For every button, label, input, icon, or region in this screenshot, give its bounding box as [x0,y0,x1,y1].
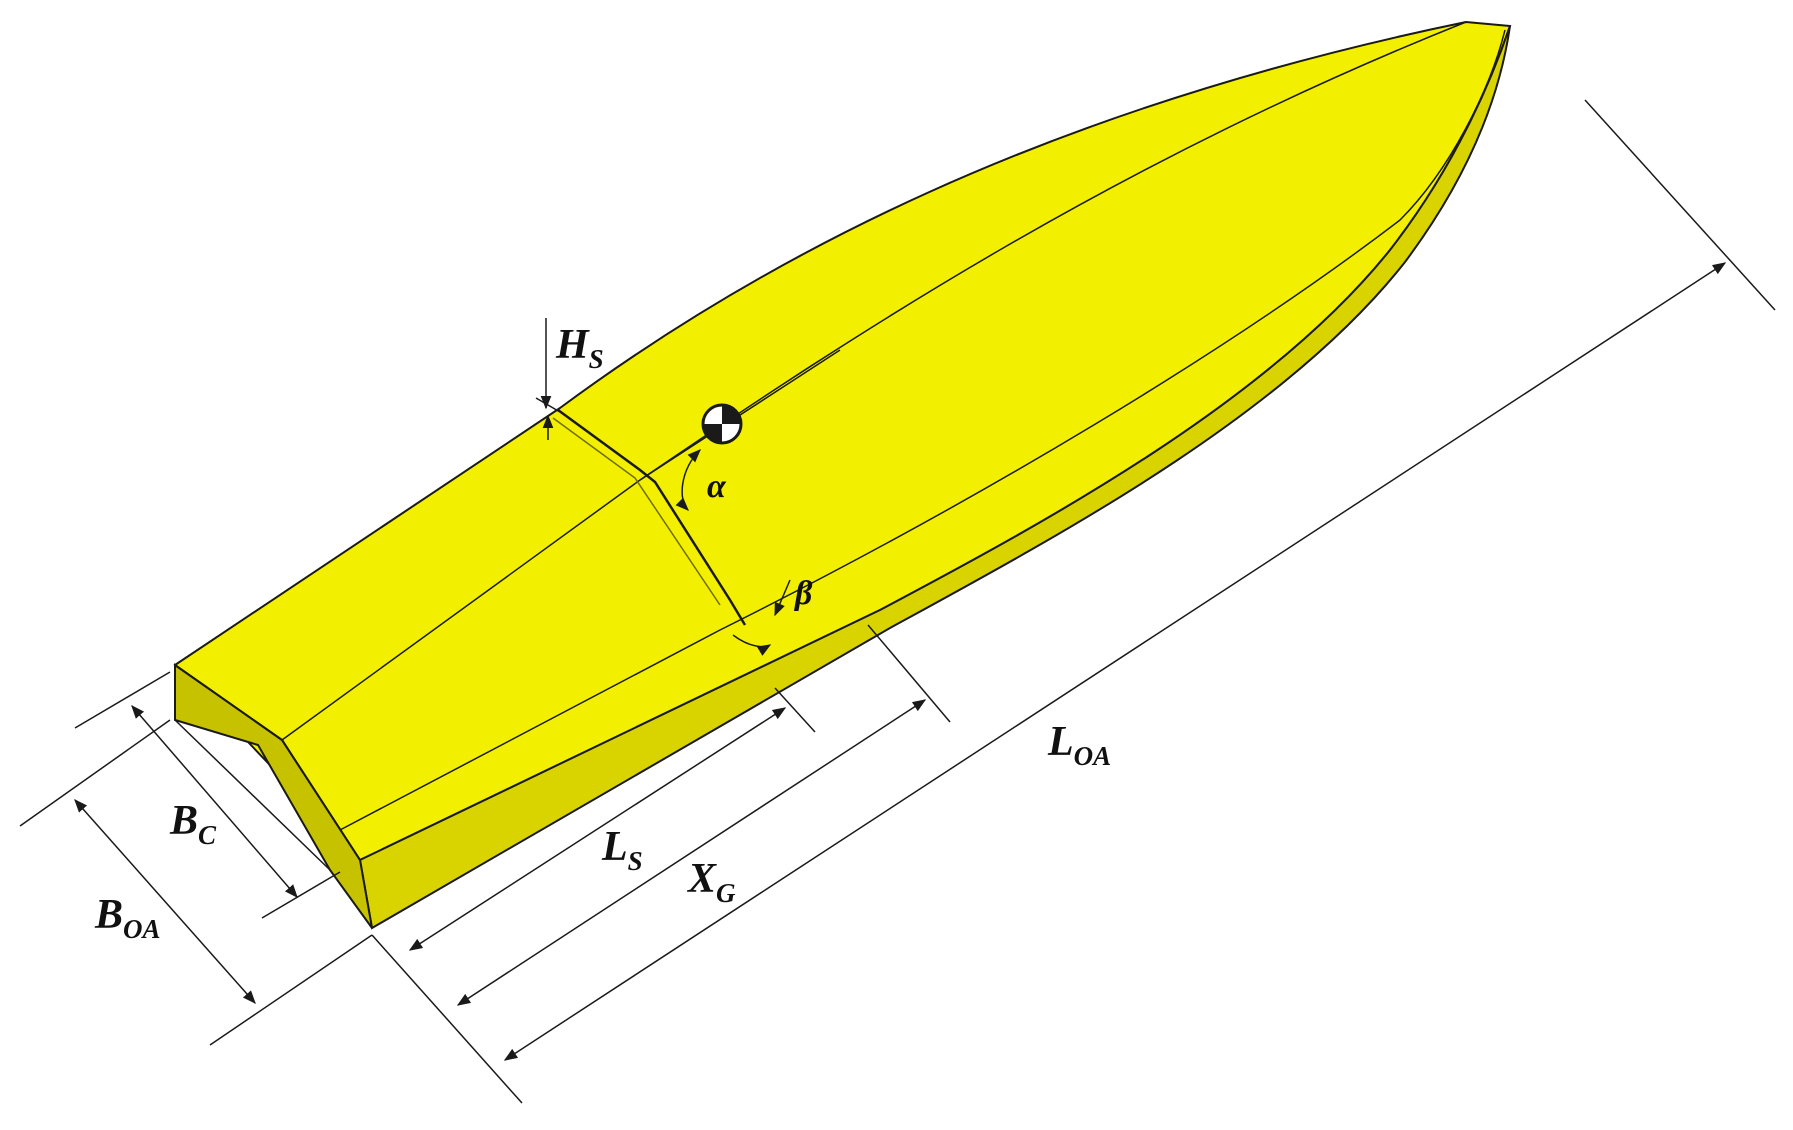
stern-ext-line-bc-top [74,671,171,729]
label-hs: HS [555,322,604,374]
stern-ext-line-boa-top [19,719,171,827]
stern-ext-line-bc-bottom [261,871,341,919]
label-xg: XG [686,856,736,908]
hull [173,20,1512,930]
label-ls: LS [601,824,643,876]
stern-ext-line-long [371,934,523,1104]
loa-ext-line [1584,99,1776,311]
label-beta: β [793,575,813,612]
labels: HS α β BC BOA LS XG LOA [94,322,1111,944]
center-of-gravity-icon [701,403,743,445]
loa-dimension-line [503,262,1727,1061]
xg-ext-line [867,624,951,723]
label-bc: BC [169,798,217,850]
hull-deck [173,20,1512,862]
hs-ext-line [535,397,561,413]
boa-dimension-line [74,798,256,1005]
label-loa: LOA [1047,719,1111,771]
label-boa: BOA [94,892,161,944]
dimension-lines [19,99,1776,1104]
stern-ext-line-boa-bottom [209,934,373,1046]
label-alpha: α [707,468,727,505]
